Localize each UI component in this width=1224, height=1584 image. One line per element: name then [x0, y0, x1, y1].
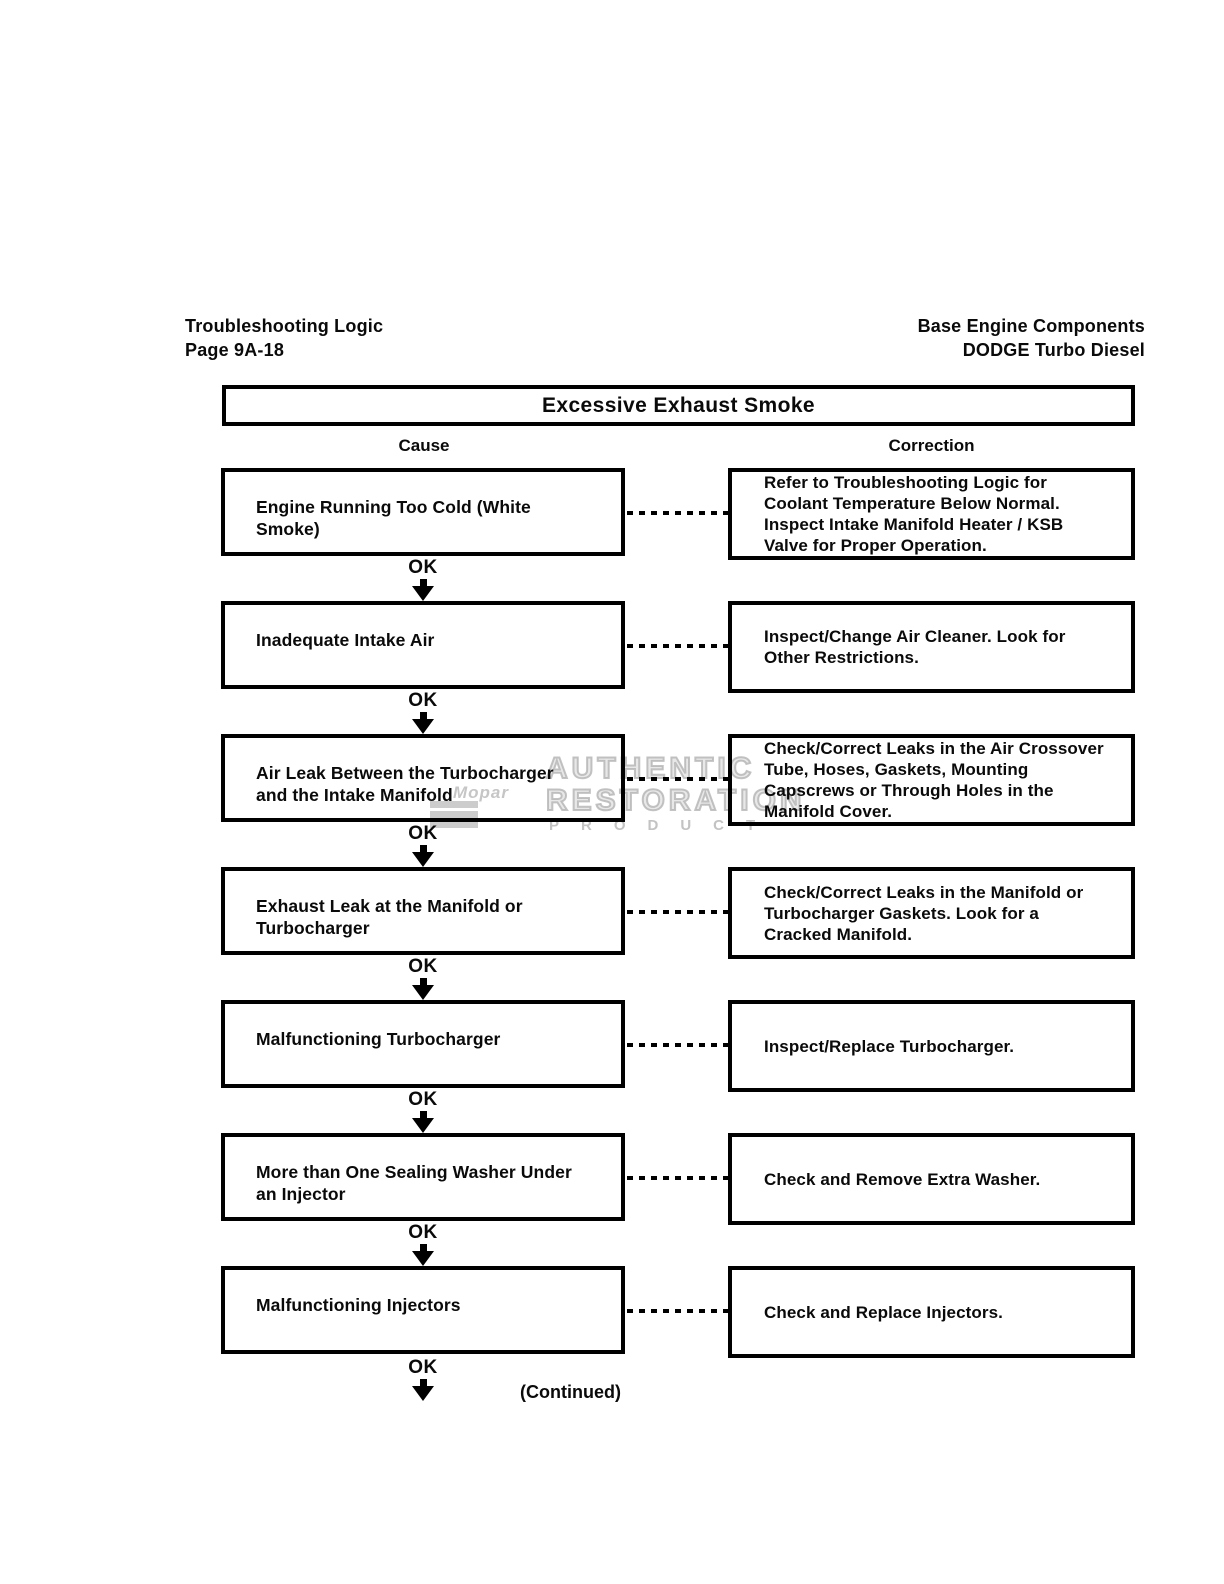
- down-arrow-icon: [419, 579, 427, 586]
- down-arrow-icon: [419, 978, 427, 985]
- correction-box-6: Check and Remove Extra Washer.: [728, 1133, 1135, 1225]
- cause-box-5: Malfunctioning Turbocharger: [221, 1000, 625, 1088]
- down-arrow-icon: [419, 1111, 427, 1118]
- correction-box-1: Refer to Troubleshooting Logic for Coola…: [728, 468, 1135, 560]
- ok-arrow-5: OK: [221, 1090, 625, 1133]
- flowchart-title-box: Excessive Exhaust Smoke: [222, 385, 1135, 426]
- ok-label: OK: [408, 823, 438, 844]
- ok-arrow-3: OK: [221, 824, 625, 867]
- cause-box-4: Exhaust Leak at the Manifold or Turbocha…: [221, 867, 625, 955]
- connector-dashed-line-3: [627, 777, 728, 781]
- connector-dashed-line-1: [627, 511, 728, 515]
- connector-dashed-line-7: [627, 1309, 728, 1313]
- ok-arrow-2: OK: [221, 691, 625, 734]
- ok-label: OK: [408, 557, 438, 578]
- correction-box-2: Inspect/Change Air Cleaner. Look for Oth…: [728, 601, 1135, 693]
- down-arrow-icon: [419, 845, 427, 852]
- flowchart-title: Excessive Exhaust Smoke: [541, 393, 816, 417]
- down-arrow-icon: [419, 1379, 427, 1386]
- cause-box-3: Air Leak Between the Turbocharger and th…: [221, 734, 625, 822]
- cause-box-6: More than One Sealing Washer Under an In…: [221, 1133, 625, 1221]
- ok-label: OK: [408, 1357, 438, 1378]
- continued-label: (Continued): [520, 1382, 621, 1402]
- correction-box-7: Check and Replace Injectors.: [728, 1266, 1135, 1358]
- ok-arrow-4: OK: [221, 957, 625, 1000]
- cause-column-header: Cause: [398, 436, 450, 455]
- cause-box-1: Engine Running Too Cold (White Smoke): [221, 468, 625, 556]
- correction-box-3: Check/Correct Leaks in the Air Crossover…: [728, 734, 1135, 826]
- header-left: Troubleshooting Logic Page 9A-18: [185, 314, 383, 362]
- down-arrow-icon: [419, 712, 427, 719]
- header-left-title: Troubleshooting Logic: [185, 316, 384, 336]
- header-left-page-number: Page 9A-18: [185, 340, 285, 360]
- down-arrow-icon: [419, 1244, 427, 1251]
- ok-arrow-1: OK: [221, 558, 625, 601]
- cause-box-2: Inadequate Intake Air: [221, 601, 625, 689]
- ok-label: OK: [408, 956, 438, 977]
- correction-box-4: Check/Correct Leaks in the Manifold or T…: [728, 867, 1135, 959]
- connector-dashed-line-2: [627, 644, 728, 648]
- cause-box-7: Malfunctioning Injectors: [221, 1266, 625, 1354]
- ok-label: OK: [408, 1222, 438, 1243]
- ok-label: OK: [408, 1089, 438, 1110]
- connector-dashed-line-4: [627, 910, 728, 914]
- ok-arrow-6: OK: [221, 1223, 625, 1266]
- connector-dashed-line-6: [627, 1176, 728, 1180]
- header-right-model: DODGE Turbo Diesel: [962, 340, 1145, 360]
- ok-arrow-7: OK: [221, 1358, 625, 1401]
- correction-box-5: Inspect/Replace Turbocharger.: [728, 1000, 1135, 1092]
- connector-dashed-line-5: [627, 1043, 728, 1047]
- ok-label: OK: [408, 690, 438, 711]
- header-right-section: Base Engine Components: [917, 316, 1145, 336]
- correction-column-header: Correction: [888, 436, 975, 455]
- header-right: Base Engine Components DODGE Turbo Diese…: [918, 314, 1145, 362]
